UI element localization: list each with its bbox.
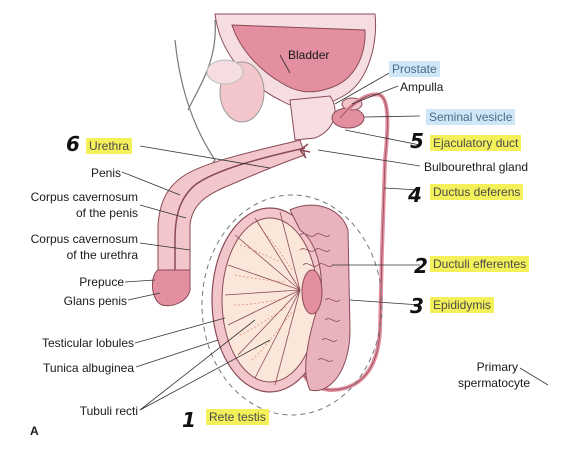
label-spermatocyte: spermatocyte — [457, 376, 530, 390]
urethra-line — [174, 147, 306, 295]
label-ampulla: Ampulla — [400, 80, 444, 94]
label-penis: Penis — [90, 166, 121, 180]
testicular-lobules-shape — [224, 211, 301, 386]
label-epididymis: Epididymis — [430, 297, 495, 313]
label-ejaculatory-duct: Ejaculatory duct — [430, 135, 522, 151]
label-tubuli-recti: Tubuli recti — [79, 404, 138, 418]
label-cc-penis-1: Corpus cavernosum — [30, 190, 138, 204]
label-urethra: Urethra — [86, 138, 133, 154]
rete-testis-shape — [301, 269, 323, 315]
figure-letter: A — [30, 424, 39, 438]
label-primary: Primary — [476, 360, 518, 374]
label-cc-urethra-1: Corpus cavernosum — [30, 232, 138, 246]
handwritten-number-ejaculatory-duct: 5 — [410, 129, 424, 153]
label-glans-penis: Glans penis — [63, 294, 127, 308]
bulbourethral-gland-shape — [299, 143, 311, 159]
handwritten-number-ductuli-efferentes: 2 — [414, 254, 428, 278]
label-cc-urethra-2: of the urethra — [66, 248, 138, 262]
label-seminal-vesicle: Seminal vesicle — [426, 109, 516, 125]
epididymis-shape — [289, 204, 351, 392]
label-ductuli-efferentes: Ductuli efferentes — [430, 256, 530, 272]
scrotum-outline — [201, 194, 383, 416]
label-bladder: Bladder — [288, 48, 330, 62]
label-ductus-deferens: Ductus deferens — [430, 184, 524, 200]
ductuli-efferentes-shape — [299, 233, 341, 362]
label-cc-penis-2: of the penis — [75, 206, 138, 220]
bladder-inner — [231, 24, 366, 93]
seminiferous-tubules — [233, 229, 293, 361]
leader-lines — [121, 54, 549, 411]
label-rete-testis: Rete testis — [206, 409, 269, 425]
pubic-symphysis — [206, 59, 244, 85]
handwritten-number-ductus-deferens: 4 — [408, 183, 422, 207]
label-testicular-lobules: Testicular lobules — [41, 336, 134, 350]
label-bulbourethral-gland: Bulbourethral gland — [424, 160, 529, 174]
handwritten-number-rete-testis: 1 — [182, 408, 196, 432]
handwritten-number-epididymis: 3 — [410, 294, 424, 318]
label-prepuce: Prepuce — [79, 275, 124, 289]
glans-penis-shape — [152, 269, 191, 307]
label-tunica-albuginea: Tunica albuginea — [43, 361, 134, 375]
prostate-shape — [289, 95, 336, 141]
label-prostate: Prostate — [389, 61, 440, 77]
handwritten-number-urethra: 6 — [66, 132, 80, 156]
